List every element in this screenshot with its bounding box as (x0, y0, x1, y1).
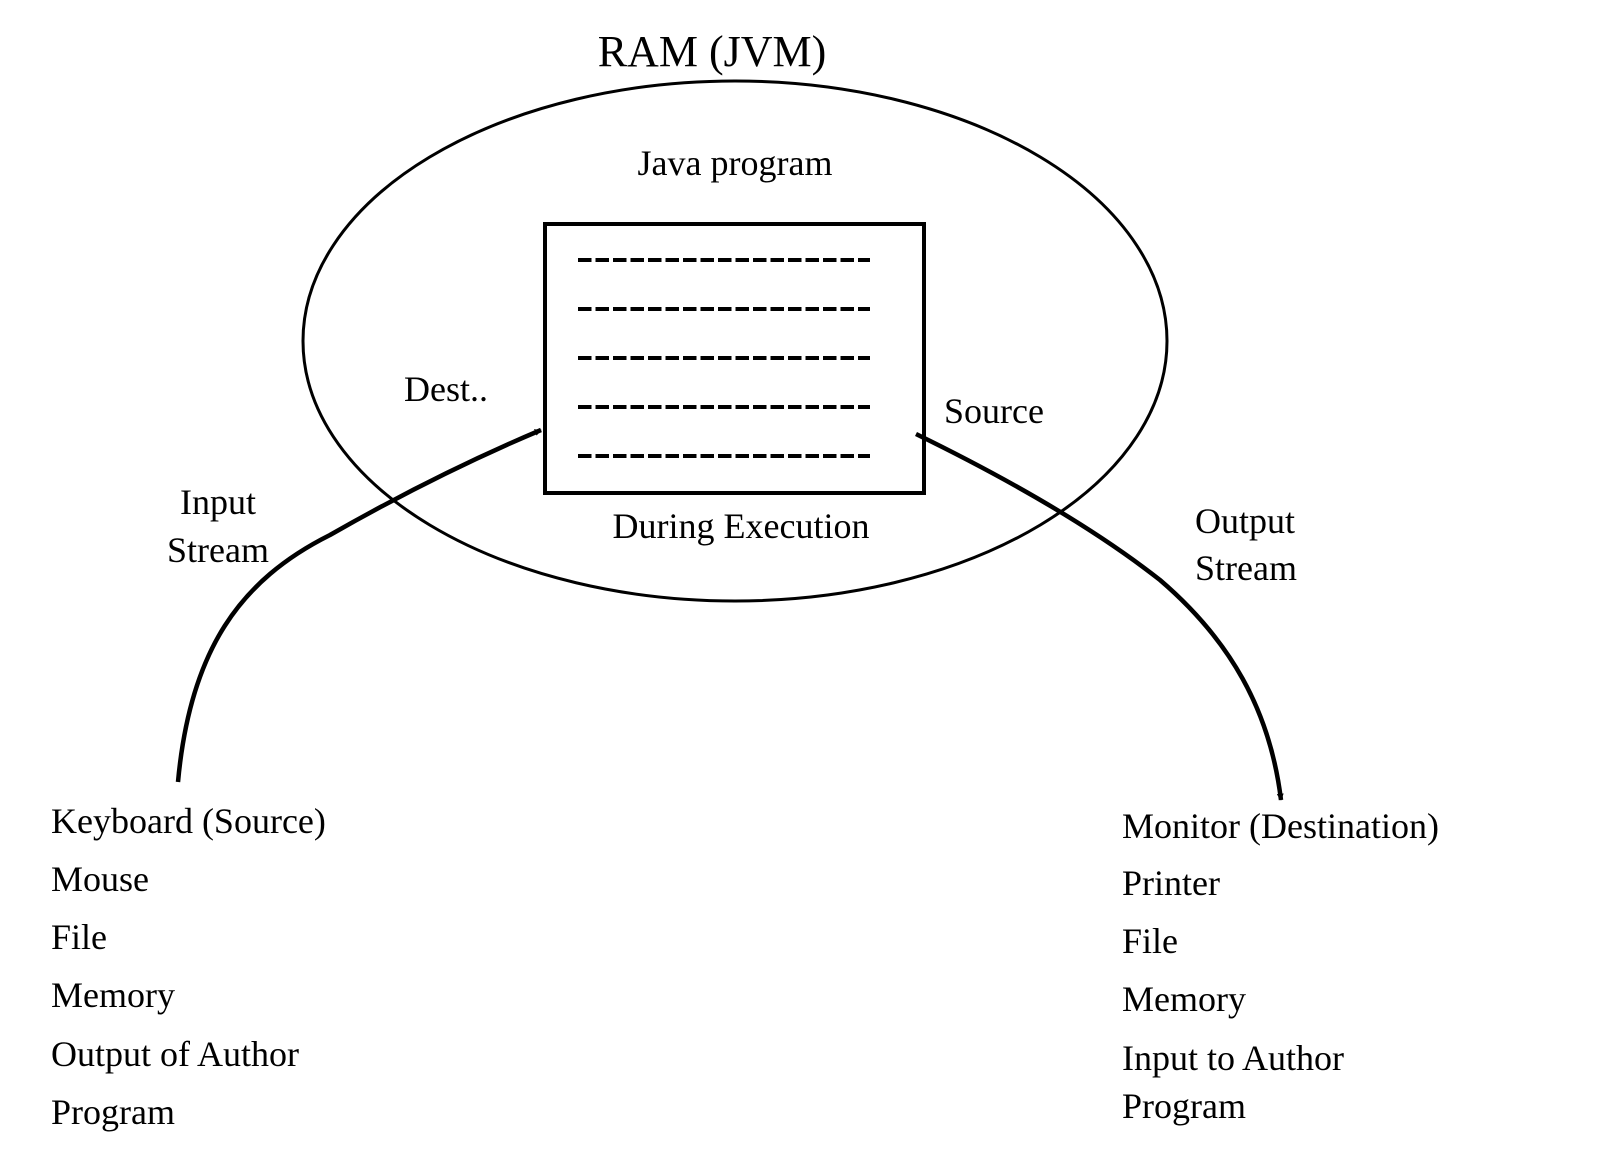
destination-item: File (1122, 921, 1178, 961)
diagram-title: RAM (JVM) (598, 27, 827, 76)
java-program-label: Java program (638, 143, 833, 183)
output-stream-label-line1: Output (1195, 501, 1295, 541)
ram-jvm-ellipse (301, 79, 1169, 603)
dest-label: Dest.. (404, 369, 488, 409)
input-stream-label-line1: Input (180, 482, 256, 522)
source-item: Mouse (51, 859, 149, 899)
destination-item: Printer (1122, 863, 1220, 903)
source-item: Program (51, 1092, 175, 1132)
source-item: Output of Author (51, 1034, 299, 1074)
during-execution-caption: During Execution (613, 506, 870, 546)
destination-devices-list: Monitor (Destination) Printer File Memor… (1122, 806, 1439, 1126)
input-stream-label-line2: Stream (167, 530, 269, 570)
destination-item: Memory (1122, 979, 1246, 1019)
source-devices-list: Keyboard (Source) Mouse File Memory Outp… (51, 801, 326, 1132)
source-label: Source (944, 391, 1044, 431)
destination-item: Monitor (Destination) (1122, 806, 1439, 846)
source-item: Memory (51, 975, 175, 1015)
code-lines (578, 258, 870, 458)
program-box (543, 222, 926, 495)
output-stream-arrow (915, 431, 1284, 801)
destination-item: Input to Author (1122, 1038, 1344, 1078)
output-stream-label-line2: Stream (1195, 548, 1297, 588)
input-stream-arrow (175, 427, 542, 783)
source-item: Keyboard (Source) (51, 801, 326, 841)
source-item: File (51, 917, 107, 957)
destination-item: Program (1122, 1086, 1246, 1126)
